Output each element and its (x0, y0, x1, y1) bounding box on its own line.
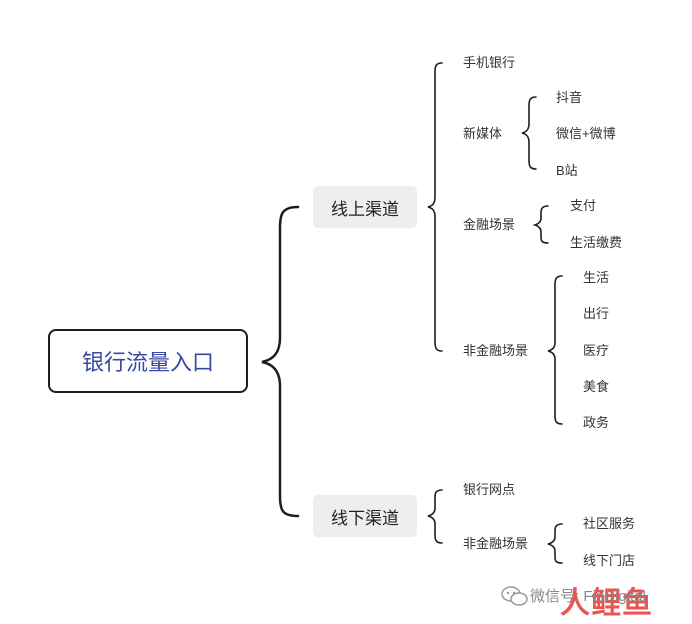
watermark-text: 微信号: FinDigital (530, 588, 646, 605)
brace-finance (532, 205, 549, 244)
leaf-payment: 支付 (570, 198, 597, 213)
brace-offline (427, 489, 443, 544)
finance-scene-label: 金融场景 (463, 217, 516, 232)
leaf-utility-payment: 生活缴费 (570, 235, 623, 250)
leaf-travel: 出行 (583, 306, 610, 321)
root-label: 银行流量入口 (81, 350, 214, 375)
leaf-douyin: 抖音 (556, 90, 583, 105)
mobile-bank-label: 手机银行 (463, 55, 516, 70)
brace-non-finance-offline (547, 523, 563, 564)
bank-branch-label: 银行网点 (463, 482, 516, 497)
offline-channel-node: 线下渠道 (313, 495, 417, 537)
online-channel-node: 线上渠道 (313, 186, 417, 228)
brace-online (427, 62, 443, 352)
watermark: 人鲤鱼 微信号: FinDigital (496, 578, 686, 620)
leaf-government: 政务 (583, 415, 610, 430)
leaf-bilibili: B站 (556, 163, 578, 178)
brace-root (261, 205, 300, 518)
watermark-logo: 人鲤鱼 (560, 587, 653, 620)
non-finance-scene-offline-label: 非金融场景 (463, 536, 529, 551)
online-channel-label: 线上渠道 (331, 199, 399, 219)
wechat-icon (501, 586, 528, 606)
leaf-food: 美食 (583, 379, 610, 394)
offline-channel-label: 线下渠道 (331, 508, 399, 528)
leaf-offline-store: 线下门店 (583, 553, 636, 568)
brace-new-media (521, 96, 537, 170)
leaf-life: 生活 (583, 270, 610, 285)
root-node: 银行流量入口 (48, 329, 248, 393)
leaf-wechat-weibo: 微信+微博 (556, 126, 616, 141)
non-finance-scene-online-label: 非金融场景 (463, 343, 529, 358)
brace-non-finance-online (547, 275, 563, 425)
leaf-medical: 医疗 (583, 343, 610, 358)
new-media-label: 新媒体 (463, 126, 503, 141)
leaf-community-service: 社区服务 (583, 516, 636, 531)
